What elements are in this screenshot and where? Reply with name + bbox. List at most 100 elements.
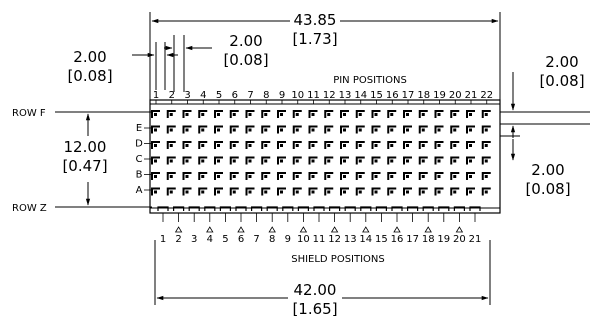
pin-number: 12 xyxy=(323,90,336,101)
pin-contact xyxy=(324,172,334,180)
pin-contact xyxy=(371,141,381,149)
shield-number: 17 xyxy=(406,234,419,245)
row-pitch-right-bottom-mm: 2.00 xyxy=(531,161,564,179)
pin-contact xyxy=(418,141,428,149)
overall-width-in: [1.73] xyxy=(292,30,337,48)
pin-contact xyxy=(403,141,412,149)
pin-contact xyxy=(355,156,365,165)
pin-pitch-top-mm: 2.00 xyxy=(229,32,262,50)
pin-contact xyxy=(466,110,475,118)
pin-contact xyxy=(214,110,223,118)
pin-number: 1 xyxy=(153,90,159,101)
pin-contact xyxy=(166,156,176,165)
pin-contact xyxy=(308,110,318,118)
pin-number: 5 xyxy=(216,90,222,101)
pin-number: 16 xyxy=(386,90,399,101)
pin-contact xyxy=(308,156,318,165)
shield-marker xyxy=(299,226,308,233)
shield-number: 12 xyxy=(328,234,341,245)
pin-contact xyxy=(151,141,160,149)
shield-number: 9 xyxy=(285,234,291,245)
pin-contact xyxy=(355,141,365,149)
pin-contact xyxy=(261,141,271,149)
shield-number: 4 xyxy=(207,234,213,245)
pin-contact xyxy=(450,141,460,149)
pin-contact xyxy=(198,141,208,149)
shield-number: 13 xyxy=(344,234,357,245)
pin-contact xyxy=(308,141,318,149)
shield-contact xyxy=(469,206,481,222)
shield-contact xyxy=(282,206,294,222)
shield-number: 16 xyxy=(391,234,404,245)
pin-contact xyxy=(466,125,475,134)
pin-contact xyxy=(371,125,381,134)
pin-contact xyxy=(245,141,255,149)
pin-pitch-top-in: [0.08] xyxy=(223,51,268,69)
shield-contact xyxy=(266,206,278,222)
shield-number: 5 xyxy=(222,234,228,245)
overall-width-mm: 43.85 xyxy=(294,11,337,29)
shield-number: 3 xyxy=(191,234,197,245)
pin-number: 8 xyxy=(263,90,269,101)
pin-contact xyxy=(387,187,397,196)
pin-contact xyxy=(151,187,160,196)
pin-contact xyxy=(340,110,349,118)
pin-contact xyxy=(214,187,223,196)
row-letter: C xyxy=(136,154,143,165)
shield-contact xyxy=(313,206,325,222)
pin-contact xyxy=(166,110,176,118)
pin-contact xyxy=(261,187,271,196)
row-z-label: ROW Z xyxy=(12,203,47,214)
shield-number: 21 xyxy=(469,234,482,245)
shield-contact xyxy=(391,206,403,222)
pin-contact xyxy=(166,125,176,134)
connector-body xyxy=(149,99,501,222)
shield-contact xyxy=(422,206,434,222)
pin-contact xyxy=(166,172,176,180)
shield-marker xyxy=(424,226,432,233)
pin-contact xyxy=(450,110,460,118)
pin-contact xyxy=(182,141,192,149)
row-pitch-right-top-dimension: 2.00 [0.08] xyxy=(500,53,590,138)
shield-contact xyxy=(251,206,263,222)
pin-contact xyxy=(355,110,365,118)
shield-number: 11 xyxy=(313,234,326,245)
pin-contact xyxy=(151,156,160,165)
shield-contact xyxy=(173,206,185,222)
pin-contact xyxy=(198,125,208,134)
pin-contact xyxy=(308,187,318,196)
pin-number: 7 xyxy=(247,90,253,101)
pin-contact xyxy=(434,125,444,134)
pin-contact xyxy=(371,172,381,180)
pin-number: 6 xyxy=(232,90,238,101)
pin-contact xyxy=(340,172,349,180)
pin-contact xyxy=(182,172,192,180)
pin-contact xyxy=(418,110,428,118)
pin-contact xyxy=(481,141,491,149)
pin-contact xyxy=(292,110,302,118)
pin-contact xyxy=(418,125,428,134)
pin-contact xyxy=(245,110,255,118)
pin-contact xyxy=(387,125,397,134)
pin-contact xyxy=(292,125,302,134)
pin-contact xyxy=(245,156,255,165)
pin-contact xyxy=(261,110,271,118)
row-pitch-right-bottom-dimension: 2.00 [0.08] xyxy=(500,135,571,198)
shield-contact xyxy=(235,206,247,222)
shield-contact xyxy=(204,206,216,222)
pin-contact xyxy=(324,187,334,196)
pin-contact xyxy=(166,187,176,196)
pin-contact xyxy=(481,187,491,196)
pin-pitch-left-mm: 2.00 xyxy=(73,48,106,66)
shield-marker xyxy=(174,226,183,233)
pin-contact xyxy=(198,187,208,196)
pin-contact xyxy=(355,125,365,134)
pin-contact xyxy=(229,141,239,149)
pin-contact xyxy=(450,172,460,180)
shield-positions-label: SHIELD POSITIONS xyxy=(291,254,385,265)
pin-contact xyxy=(387,141,397,149)
pin-contact xyxy=(387,156,397,165)
